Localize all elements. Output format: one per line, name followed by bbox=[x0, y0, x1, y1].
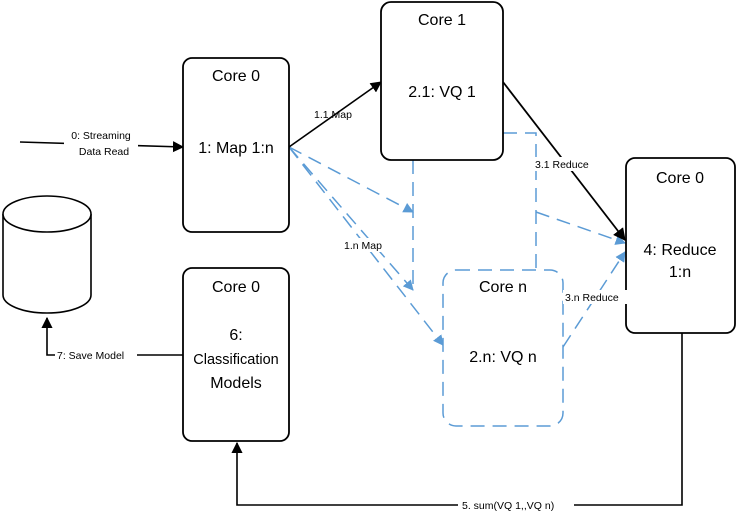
dashed-connectors bbox=[288, 132, 626, 348]
map-1-label: 1.1 Map bbox=[314, 109, 352, 121]
vq1-title: Core 1 bbox=[418, 12, 466, 29]
streaming-label-line1: 0: Streaming bbox=[71, 130, 131, 142]
map-title: Core 0 bbox=[212, 68, 260, 85]
save-label: 7: Save Model bbox=[57, 350, 124, 362]
edge-map-to-vqn bbox=[288, 146, 444, 346]
vqn-title: Core n bbox=[479, 279, 527, 296]
sum-label: 5. sum(VQ 1,,VQ n) bbox=[462, 500, 554, 512]
reduce-label-line2: 1:n bbox=[669, 264, 691, 281]
reduce-n-label: 3.n Reduce bbox=[565, 292, 619, 304]
reduce-label-line1: 4: Reduce bbox=[644, 242, 717, 259]
classify-label-line1: 6: bbox=[229, 327, 242, 344]
map-box bbox=[182, 57, 290, 233]
edge-vq1-side-path bbox=[503, 132, 537, 270]
reduce-1-label: 3.1 Reduce bbox=[535, 159, 589, 171]
vqn-box bbox=[442, 269, 564, 427]
map-label: 1: Map 1:n bbox=[198, 140, 274, 157]
reduce-box bbox=[625, 157, 736, 334]
edge-map-to-lower-arrow bbox=[288, 146, 414, 291]
edge-map-to-middle-arrow bbox=[288, 146, 414, 213]
database-icon bbox=[2, 195, 92, 314]
vq1-label: 2.1: VQ 1 bbox=[408, 84, 476, 101]
classify-label-line3: Models bbox=[210, 375, 262, 392]
classify-title: Core 0 bbox=[212, 279, 260, 296]
edge-save-path bbox=[41, 316, 183, 356]
vqn-label: 2.n: VQ n bbox=[469, 349, 537, 366]
reduce-title: Core 0 bbox=[656, 170, 704, 187]
classify-box bbox=[182, 267, 290, 442]
classify-label-line2: Classification bbox=[193, 352, 278, 368]
edge-side-to-reduce bbox=[535, 211, 626, 245]
streaming-label-line2: Data Read bbox=[79, 146, 129, 158]
edge-map-to-vq1 bbox=[288, 81, 382, 148]
vq1-box bbox=[380, 1, 504, 161]
map-n-label: 1.n Map bbox=[344, 240, 382, 252]
